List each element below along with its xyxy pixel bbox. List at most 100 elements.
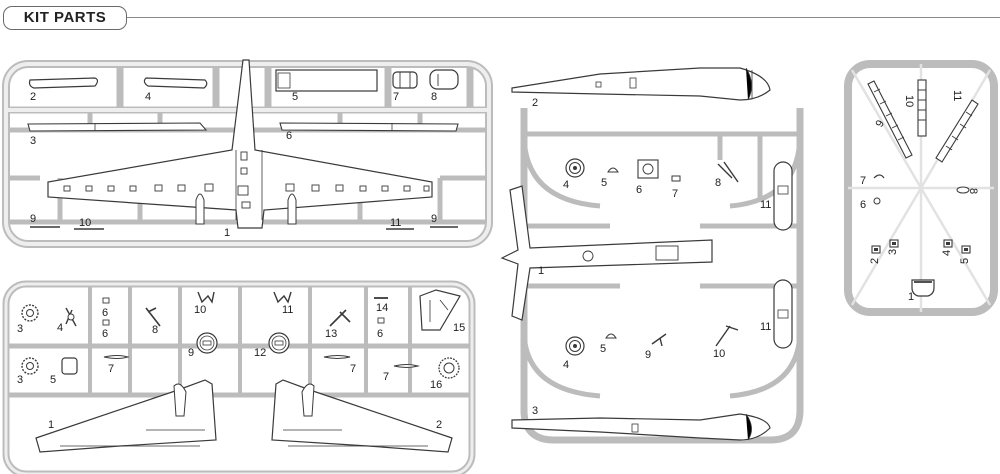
part-b11-fork: 11: [273, 291, 293, 316]
part-d10-ladder: 10: [903, 79, 927, 137]
part-b16-gear: 16: [430, 357, 460, 391]
label-b7-right: 7: [383, 371, 389, 383]
label-b5: 5: [50, 374, 56, 386]
label-a1: 1: [224, 227, 230, 239]
part-b15-panel: 15: [419, 289, 465, 334]
part-c2-fuselage: 2: [511, 67, 771, 109]
label-a5: 5: [292, 91, 298, 103]
part-b9-disc: 9: [188, 332, 218, 359]
part-c11-bottom: 11: [760, 279, 793, 349]
label-d8: 8: [967, 188, 979, 194]
label-b13: 13: [325, 328, 337, 340]
part-b3-gear-bottom: 3: [17, 357, 39, 386]
label-d6: 6: [860, 199, 866, 211]
part-a2-strip: 2: [28, 77, 99, 103]
part-c7-knob: 7: [671, 175, 681, 200]
label-a3: 3: [30, 135, 36, 147]
label-d10: 10: [903, 95, 915, 107]
part-d7-hook: 7: [860, 174, 885, 187]
label-c4-bottom: 4: [563, 359, 569, 371]
label-a7: 7: [393, 91, 399, 103]
label-d1: 1: [908, 291, 914, 303]
label-c5-bottom: 5: [600, 343, 606, 355]
part-a11-bar: 11: [386, 217, 414, 230]
part-b3-gear-top: 3: [17, 304, 39, 335]
label-d9: 9: [874, 118, 887, 129]
label-b12: 12: [254, 347, 266, 359]
part-a9-left: 9: [30, 213, 60, 228]
label-b6-b: 6: [102, 328, 108, 340]
part-a8-block: 8: [429, 69, 459, 103]
label-b1: 1: [48, 419, 54, 431]
label-b7-mid: 7: [350, 363, 356, 375]
label-a9-right: 9: [431, 213, 437, 225]
label-c11-bottom: 11: [760, 321, 771, 333]
header-rule: [127, 17, 1000, 18]
part-d8-oval: 8: [956, 186, 979, 194]
part-b5-cylinder: 5: [50, 357, 78, 386]
label-b3-bottom: 3: [17, 374, 23, 386]
part-b6-pin: 6: [377, 317, 385, 340]
part-d6-ring: 6: [860, 197, 881, 211]
label-b2: 2: [436, 419, 442, 431]
part-b8-leg: 8: [145, 307, 161, 336]
part-a6-strip: 6: [279, 122, 459, 142]
label-a6: 6: [286, 130, 292, 142]
part-b10-fork: 10: [194, 291, 215, 316]
part-c5-cap-bottom: 5: [600, 333, 617, 355]
part-c10-strut: 10: [713, 325, 739, 360]
label-c2: 2: [532, 97, 538, 109]
part-c9-strut: 9: [645, 333, 667, 361]
label-c7: 7: [672, 188, 678, 200]
label-c3: 3: [532, 405, 538, 417]
part-b7-prop-left: 7: [103, 355, 130, 375]
part-c8-strut: 8: [715, 161, 739, 189]
label-a4: 4: [145, 91, 151, 103]
label-b6-c: 6: [377, 328, 383, 340]
part-a5-panel: 5: [275, 69, 378, 103]
label-d11: 11: [951, 90, 963, 101]
label-c8: 8: [715, 177, 721, 189]
page-title: KIT PARTS: [23, 9, 107, 26]
part-d11-ladder: 11: [935, 90, 979, 163]
label-b6-a: 6: [102, 307, 108, 319]
part-d2-seat: 2: [869, 245, 881, 264]
label-b3-top: 3: [17, 323, 23, 335]
part-c3-fuselage: 3: [511, 405, 771, 441]
label-c11-top: 11: [760, 199, 771, 211]
label-a10: 10: [79, 217, 91, 229]
part-c6-hatch: 6: [636, 159, 659, 196]
label-c5-top: 5: [601, 177, 607, 189]
part-c11-top: 11: [760, 161, 793, 231]
part-d9-ladder: 9: [867, 80, 913, 159]
label-d3: 3: [887, 249, 899, 255]
label-b16: 16: [430, 379, 442, 391]
part-b14-bar: 14: [374, 297, 388, 314]
part-b7-prop-mid: 7: [323, 355, 356, 375]
part-d3-seat: 3: [887, 239, 899, 255]
part-b12-disc: 12: [254, 332, 290, 359]
part-a7-block: 7: [392, 71, 418, 103]
sprue-b: 3 4 6 6 8 10 11 9: [2, 280, 476, 474]
part-b1-wing-half: 1: [35, 379, 217, 453]
label-c10: 10: [713, 348, 725, 360]
part-b4-strut: 4: [57, 307, 77, 334]
part-c5-cap: 5: [601, 167, 619, 189]
part-c1-tail-boom: 1: [500, 185, 713, 321]
part-a3-strip: 3: [27, 122, 208, 147]
label-b10: 10: [194, 304, 206, 316]
part-b7-prop-right: 7: [383, 364, 420, 383]
part-a4-strip: 4: [143, 77, 208, 103]
part-d1-panel: 1: [908, 279, 935, 303]
label-c4-top: 4: [563, 179, 569, 191]
label-b7-left: 7: [108, 363, 114, 375]
label-c6: 6: [636, 184, 642, 196]
label-a2: 2: [30, 91, 36, 103]
label-d5: 5: [959, 258, 971, 264]
label-b8: 8: [152, 324, 158, 336]
label-c1: 1: [538, 265, 544, 277]
part-b2-wing-half: 2: [271, 379, 453, 453]
label-d2: 2: [869, 258, 881, 264]
sprue-c-frame: [520, 108, 804, 444]
